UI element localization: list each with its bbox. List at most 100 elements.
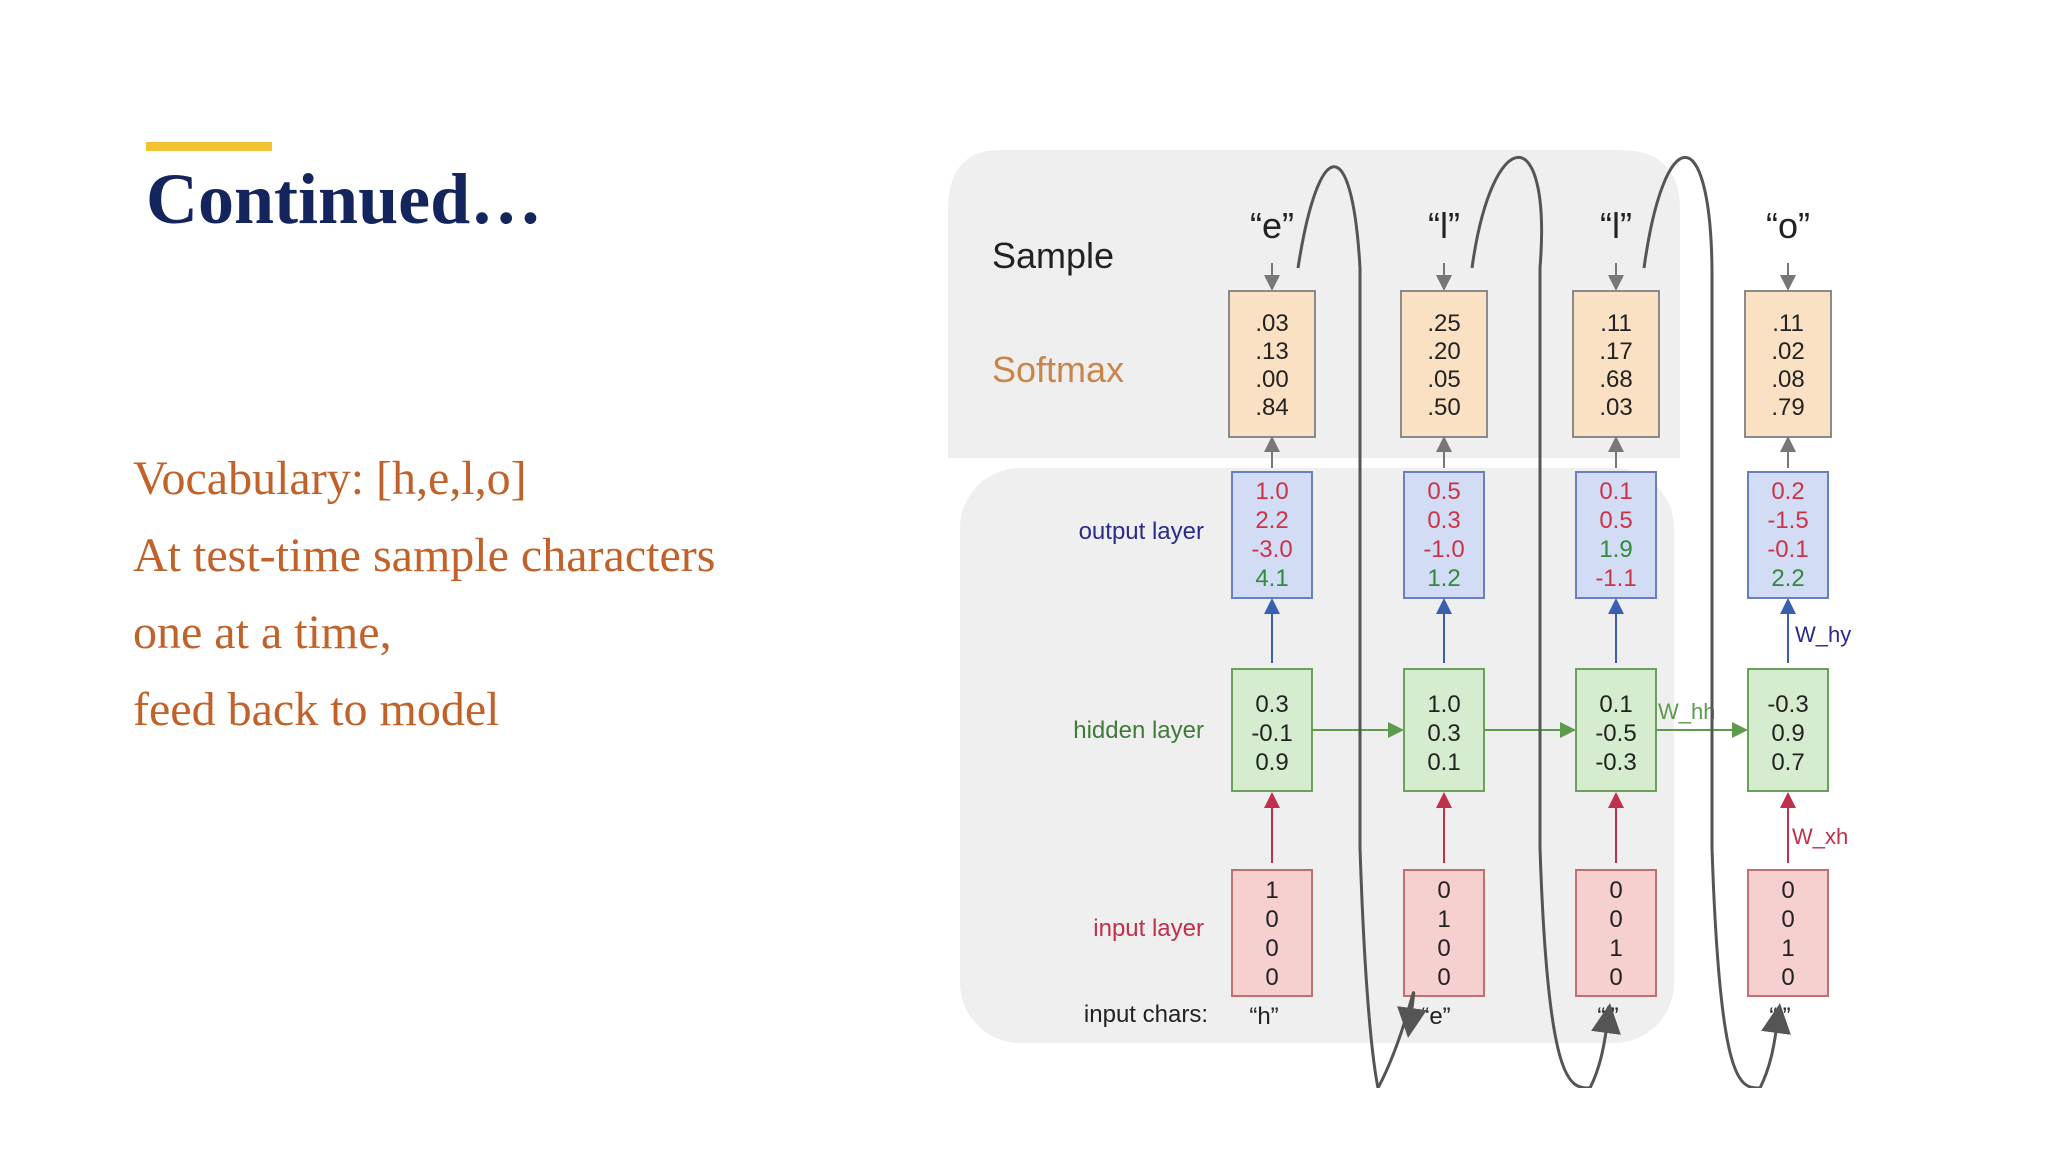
input-value: 0 [1781, 906, 1794, 933]
softmax-box [1400, 290, 1488, 438]
input-value: 0 [1437, 877, 1450, 904]
output-value: -1.1 [1595, 565, 1636, 592]
softmax-value: .25 [1427, 310, 1460, 337]
hidden-value: 0.3 [1427, 720, 1460, 747]
feedback-loop-arrow [1470, 156, 1621, 1088]
sample-char: “l” [1600, 205, 1632, 246]
softmax-value: .79 [1771, 394, 1804, 421]
diagram-panel-bottom [960, 468, 1674, 1043]
output-value: 0.2 [1771, 478, 1804, 505]
softmax-value: .00 [1255, 366, 1288, 393]
output-value: 2.2 [1255, 507, 1288, 534]
input-layer-box [1403, 869, 1485, 997]
output-layer-box [1231, 471, 1313, 599]
softmax-value: .20 [1427, 338, 1460, 365]
w-hy-label: W_hy [1795, 622, 1851, 647]
rnn-sampling-diagram: Sample Softmax output layer hidden layer… [940, 128, 1920, 1088]
input-layer-box [1747, 869, 1829, 997]
softmax-row-label: Softmax [992, 349, 1124, 390]
input-layer-box [1575, 869, 1657, 997]
softmax-value: .03 [1255, 310, 1288, 337]
feedback-loop-arrow [1642, 156, 1791, 1088]
hidden-layer-box [1231, 668, 1313, 792]
hidden-value: 1.0 [1427, 691, 1460, 718]
hidden-layer-label: hidden layer [1073, 717, 1204, 744]
hidden-value: -0.1 [1251, 720, 1292, 747]
softmax-box [1744, 290, 1832, 438]
softmax-value: .17 [1599, 338, 1632, 365]
input-value: 1 [1265, 877, 1278, 904]
softmax-value: .02 [1771, 338, 1804, 365]
hidden-value: 0.9 [1771, 720, 1804, 747]
softmax-value: .03 [1599, 394, 1632, 421]
output-value: 0.5 [1427, 478, 1460, 505]
input-value: 0 [1781, 964, 1794, 991]
output-layer-box [1403, 471, 1485, 599]
body-line-test-time: At test-time sample characters [133, 529, 716, 582]
input-char: “h” [1249, 1003, 1278, 1030]
input-value: 0 [1265, 906, 1278, 933]
input-char: “e” [1421, 1003, 1450, 1030]
output-value: 0.3 [1427, 507, 1460, 534]
hidden-layer-box [1747, 668, 1829, 792]
hidden-value: 0.3 [1255, 691, 1288, 718]
output-value: 4.1 [1255, 565, 1288, 592]
softmax-value: .84 [1255, 394, 1288, 421]
output-value: 1.9 [1599, 536, 1632, 563]
softmax-value: .13 [1255, 338, 1288, 365]
input-value: 0 [1265, 935, 1278, 962]
input-value: 1 [1609, 935, 1622, 962]
feedback-loops [1296, 156, 1791, 1088]
input-value: 1 [1437, 906, 1450, 933]
softmax-value: .50 [1427, 394, 1460, 421]
output-value: 2.2 [1771, 565, 1804, 592]
output-value: 0.1 [1599, 478, 1632, 505]
input-value: 0 [1781, 877, 1794, 904]
sample-char: “l” [1428, 205, 1460, 246]
rnn-diagram-svg: Sample Softmax output layer hidden layer… [948, 150, 1851, 1088]
output-value: -3.0 [1251, 536, 1292, 563]
hidden-value: 0.9 [1255, 749, 1288, 776]
hidden-value: 0.1 [1427, 749, 1460, 776]
hidden-value: -0.3 [1595, 749, 1636, 776]
sample-char: “e” [1250, 205, 1294, 246]
output-value: 1.0 [1255, 478, 1288, 505]
input-chars-label: input chars: [1084, 1001, 1208, 1028]
input-value: 0 [1265, 964, 1278, 991]
softmax-value: .08 [1771, 366, 1804, 393]
input-value: 0 [1437, 935, 1450, 962]
hidden-value: -0.5 [1595, 720, 1636, 747]
input-value: 0 [1437, 964, 1450, 991]
hidden-layer-box [1575, 668, 1657, 792]
input-value: 0 [1609, 906, 1622, 933]
input-char: “l” [1769, 1003, 1790, 1030]
output-value: 1.2 [1427, 565, 1460, 592]
input-layer-label: input layer [1093, 915, 1204, 942]
hidden-value: 0.7 [1771, 749, 1804, 776]
w-hh-label: W_hh [1658, 699, 1715, 724]
output-value: 0.5 [1599, 507, 1632, 534]
title-accent-bar [146, 142, 272, 151]
body-line-vocabulary: Vocabulary: [h,e,l,o] [133, 452, 527, 505]
slide-title: Continued… [146, 159, 543, 239]
softmax-value: .68 [1599, 366, 1632, 393]
output-value: -1.5 [1767, 507, 1808, 534]
w-xh-label: W_xh [1792, 824, 1848, 849]
input-value: 1 [1781, 935, 1794, 962]
hidden-value: -0.3 [1767, 691, 1808, 718]
body-line-one-at-a-time: one at a time, [133, 606, 392, 659]
output-layer-label: output layer [1079, 518, 1204, 545]
output-layer-box [1747, 471, 1829, 599]
input-value: 0 [1609, 964, 1622, 991]
input-layer-box [1231, 869, 1313, 997]
sample-row-label: Sample [992, 235, 1114, 276]
body-line-feed-back: feed back to model [133, 683, 500, 736]
softmax-box [1228, 290, 1316, 438]
output-value: -0.1 [1767, 536, 1808, 563]
diagram-columns: “e”.03.13.00.841.02.2-3.04.10.3-0.10.910… [1228, 205, 1832, 1030]
softmax-value: .05 [1427, 366, 1460, 393]
feedback-loop-arrow [1296, 165, 1427, 1088]
body-text: Vocabulary: [h,e,l,o] At test-time sampl… [133, 440, 715, 748]
input-value: 0 [1609, 877, 1622, 904]
hidden-value: 0.1 [1599, 691, 1632, 718]
